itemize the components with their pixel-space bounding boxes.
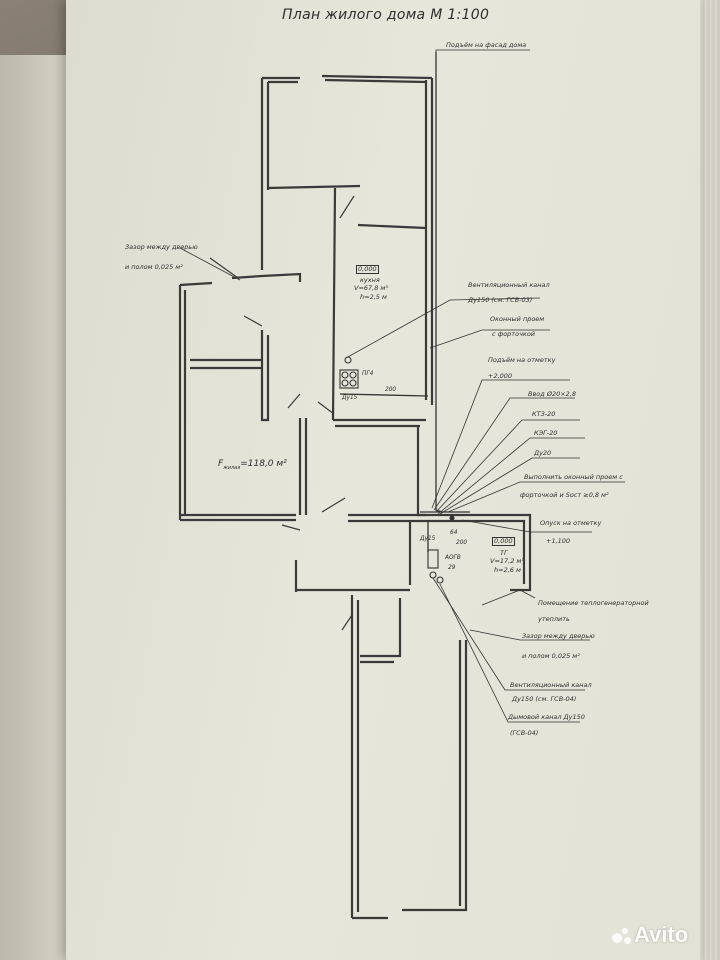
drawing-sheet	[66, 0, 700, 960]
boiler-dim-64: 64	[450, 530, 458, 536]
kitchen-id: 0,000	[356, 265, 379, 274]
note-keg: КЭГ-20	[534, 429, 558, 437]
note-gap-left-1: Зазор между дверью	[125, 243, 198, 251]
gas-pipe-riser	[435, 52, 443, 513]
vent-boiler-icon	[429, 571, 437, 579]
note-window-kitchen-1: Оконный проем	[490, 315, 545, 323]
note-vent-kitchen-1: Вентиляционный канал	[468, 281, 550, 289]
note-facade: Подъём на фасад дома	[446, 41, 527, 49]
boiler-label: АОГВ	[445, 555, 461, 561]
note-vent-kitchen-2: Ду150 (см. ГСВ-03)	[468, 296, 533, 304]
note-ktz: КТЗ-20	[532, 410, 556, 418]
kitchen-pipe-label: Ду15	[342, 395, 358, 401]
note-gap-right-1: Зазор между дверью	[522, 632, 595, 640]
boiler-room-name: ТГ	[500, 549, 508, 557]
note-vent-boiler-1: Вентиляционный канал	[510, 681, 592, 689]
note-descent-2: +1,100	[546, 537, 571, 545]
wall-top	[262, 74, 433, 80]
note-rise-2: +2,000	[488, 372, 513, 380]
note-vent-boiler-2: Ду150 (см. ГСВ-04)	[512, 695, 577, 703]
note-input: Ввод Ø20×2,8	[528, 390, 576, 398]
kitchen-height: h=2,5 м	[360, 293, 387, 301]
note-flue-2: (ГСВ-04)	[510, 729, 539, 737]
wall-garage-left	[350, 595, 360, 918]
boiler-power: 29	[448, 565, 456, 571]
boiler-room-id: 0,000	[492, 537, 515, 546]
note-gap-left-2: и полом 0,025 м²	[125, 263, 183, 271]
flue-icon	[436, 576, 444, 584]
boiler-room-volume: V=17,2 м³	[490, 557, 524, 565]
note-window-kitchen-2: с форточкой	[492, 330, 536, 338]
kitchen-volume: V=67,8 м³	[354, 284, 388, 292]
wall-right-kitchen	[424, 78, 434, 405]
avito-dots-icon	[612, 928, 632, 945]
wall-left-outer	[178, 285, 187, 520]
boiler-room-height: h=2,6 м	[494, 566, 521, 574]
boiler-pipe-label: Ду15	[420, 536, 436, 542]
note-du20: Ду20	[534, 449, 552, 457]
avito-watermark: Avito	[612, 922, 688, 948]
note-insulate-2: утеплить	[538, 615, 570, 623]
kitchen-dimension: 200	[385, 387, 397, 393]
kitchen-name: кухня	[360, 276, 380, 284]
note-window-boiler-2: форточкой и Sост ≥0,8 м²	[520, 491, 609, 499]
boiler-dim-200: 200	[456, 540, 468, 546]
page-title: План жилого дома М 1:100	[282, 7, 490, 23]
gas-stove-icon	[339, 369, 359, 389]
boiler-icon	[427, 549, 439, 569]
note-descent-1: Опуск на отметку	[540, 519, 602, 527]
wall-bottom-left	[180, 513, 296, 522]
wall-kitchen-inner	[331, 187, 337, 421]
note-rise-1: Подъём на отметку	[488, 356, 556, 364]
area-label: Fжилая=118,0 м²	[218, 459, 287, 471]
vent-kitchen-icon	[344, 356, 352, 364]
kitchen-equipment-label: ПГ4	[362, 371, 374, 377]
note-gap-right-2: и полом 0,025 м²	[522, 652, 580, 660]
note-window-boiler-1: Выполнить оконный проем с	[524, 473, 623, 481]
note-insulate-1: Помещение теплогенераторной	[538, 599, 649, 607]
note-flue-1: Дымовой канал Ду150	[508, 713, 585, 721]
